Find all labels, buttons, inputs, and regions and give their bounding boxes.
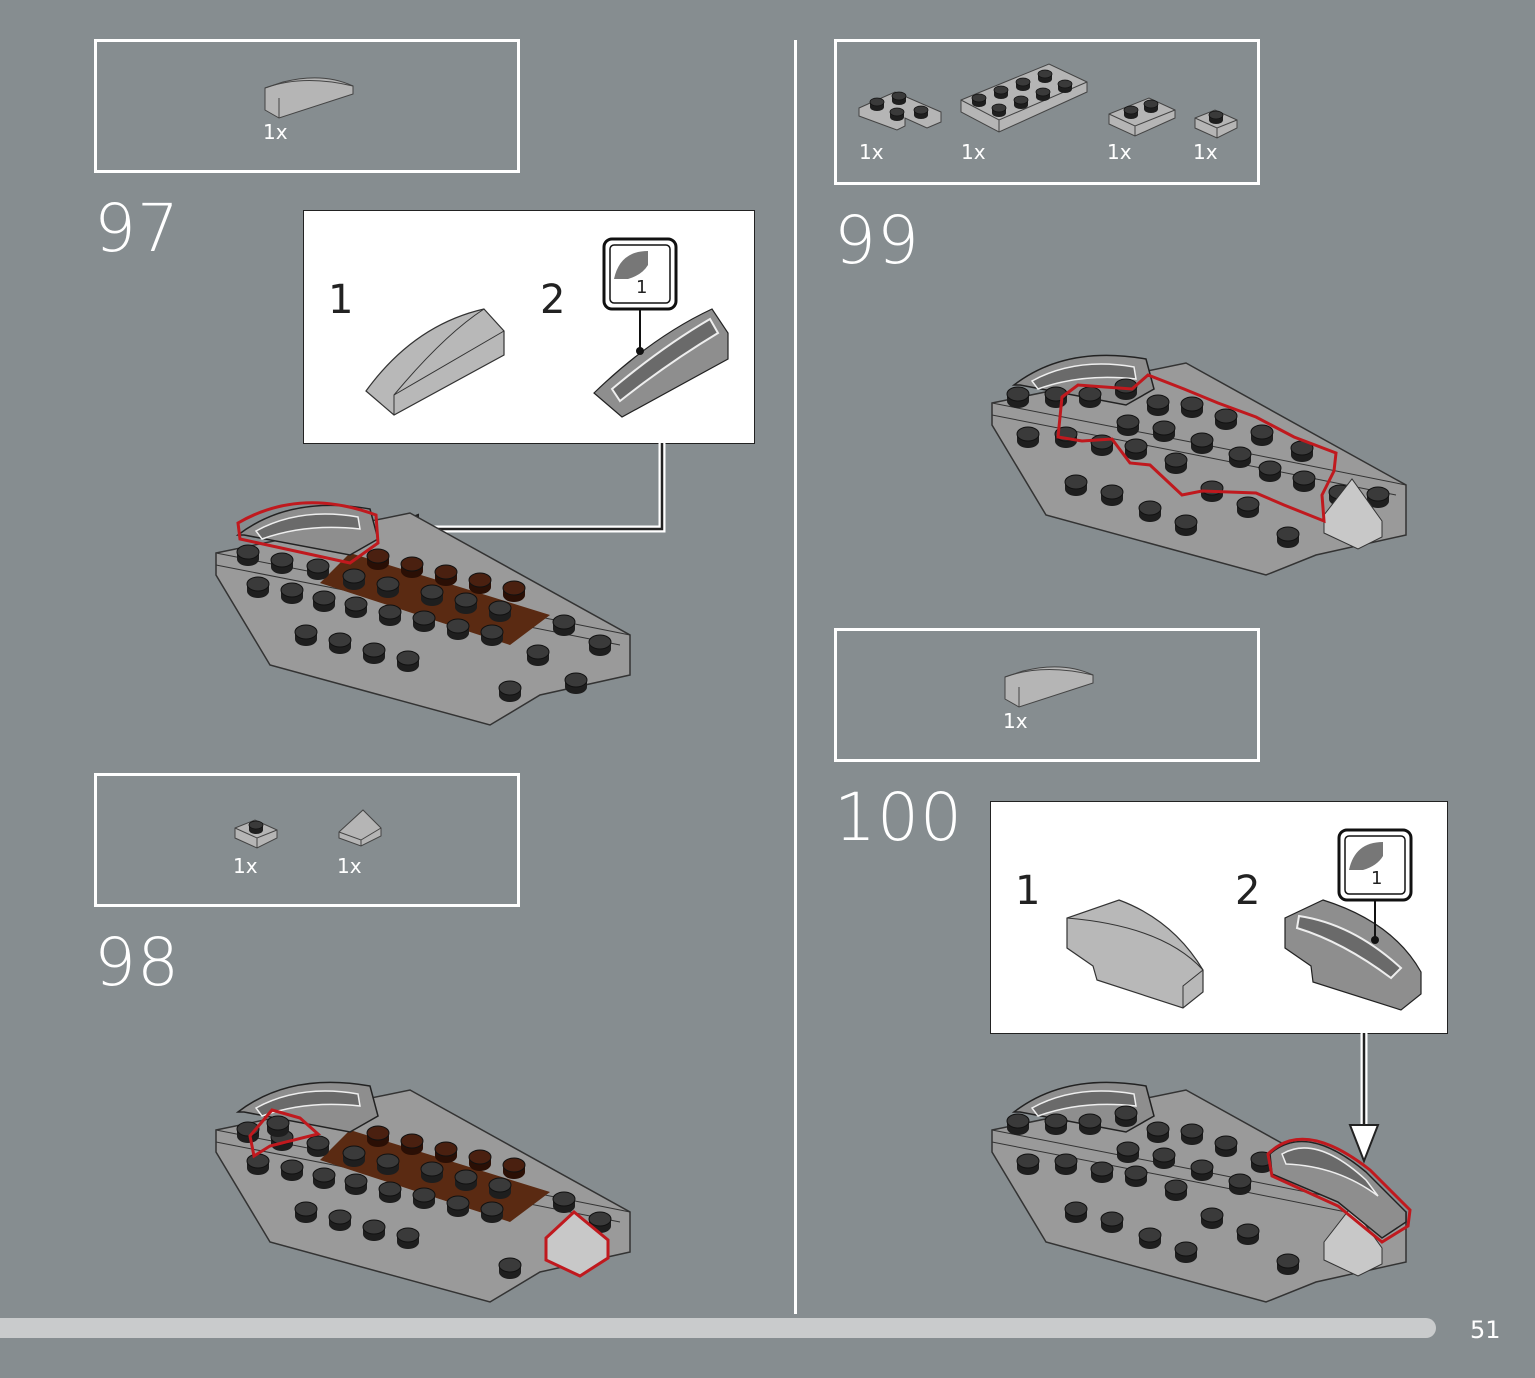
parts-list-97: 1x [94,39,520,173]
plate-corner-icon [858,91,942,131]
curved-slope-sticker-icon [1284,899,1422,1011]
curved-slope-sticker-icon [593,308,729,418]
parts-list-99: 1x 1x 1x 1x [834,39,1260,185]
plate-1x1-icon [1194,109,1238,139]
sub-step-1: 1 [328,277,354,323]
part-qty: 1x [961,140,986,164]
step-number-97: 97 [94,190,180,267]
parts-list-98: 1x 1x [94,773,520,907]
curved-slope-icon [1066,899,1204,1009]
part-qty: 1x [1193,140,1218,164]
model-step-97 [215,501,631,726]
part-qty: 1x [859,140,884,164]
sub-step-2: 2 [540,277,566,323]
sub-step-1: 1 [1015,868,1041,914]
part-qty: 1x [263,120,288,144]
sticker-callout-100: 1 2 1 [990,801,1448,1034]
step-number-99: 99 [834,202,920,279]
sticker-number: 1 [636,277,648,298]
slope-1x1-icon [338,809,382,847]
parts-list-100: 1x [834,628,1260,762]
model-step-99 [991,354,1407,576]
sticker-sheet-icon [602,237,678,355]
placement-arrow [1348,1033,1380,1164]
sticker-sheet-icon [1337,828,1413,944]
sub-step-2: 2 [1235,868,1261,914]
part-qty: 1x [1003,709,1028,733]
plate-1x1-icon [234,819,278,849]
plate-1x2-icon [1108,97,1176,137]
step-number-100: 100 [834,779,963,856]
part-qty: 1x [233,854,258,878]
part-qty: 1x [1107,140,1132,164]
model-step-98 [215,1081,631,1303]
sticker-callout-97: 1 2 1 [303,210,755,444]
column-divider [794,40,797,1314]
progress-bar [0,1318,1436,1338]
page-number: 51 [1470,1316,1501,1344]
curved-slope-icon [264,77,354,119]
sticker-number: 1 [1371,868,1383,889]
plate-2x4-icon [960,63,1088,133]
model-step-100 [991,1081,1412,1303]
step-number-98: 98 [94,924,180,1001]
part-qty: 1x [337,854,362,878]
curved-slope-icon [1004,666,1094,708]
curved-slope-icon [365,308,505,416]
